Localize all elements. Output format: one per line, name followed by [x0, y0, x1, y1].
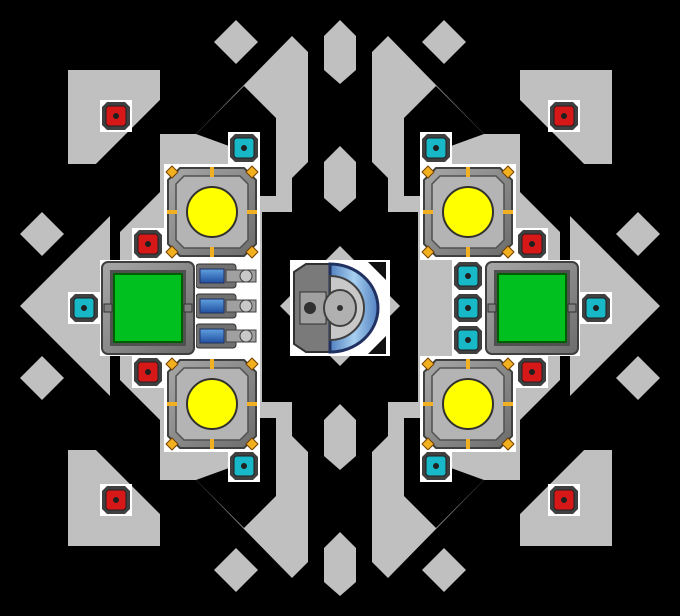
weapon-node-icon[interactable]	[132, 228, 164, 260]
hull-spine-bottom	[324, 532, 356, 596]
capacitor-bank	[194, 260, 260, 356]
reactor-core-icon[interactable]	[420, 356, 516, 452]
energy-node-icon[interactable]	[68, 292, 100, 324]
cockpit-dome-icon[interactable]	[290, 260, 390, 356]
hull-chip-l1	[20, 212, 64, 256]
reactor-core-icon[interactable]	[420, 164, 516, 260]
energy-node-icon[interactable]	[452, 292, 484, 324]
ship-components	[68, 100, 612, 516]
hull-chip-r1	[616, 212, 660, 256]
reactor-core-icon[interactable]	[164, 164, 260, 260]
reactor-core-icon[interactable]	[164, 356, 260, 452]
capacitor-cell-icon[interactable]	[195, 293, 257, 319]
energy-node-icon[interactable]	[228, 132, 260, 164]
weapon-node-icon[interactable]	[516, 356, 548, 388]
capacitor-cell-icon[interactable]	[195, 323, 257, 349]
energy-node-icon[interactable]	[420, 450, 452, 482]
hull-chip-bl	[214, 548, 258, 592]
weapon-node-icon[interactable]	[100, 100, 132, 132]
hull-spine-top	[324, 20, 356, 84]
energy-node-icon[interactable]	[452, 324, 484, 356]
cutout-left-fin-bottom	[96, 450, 160, 514]
weapon-node-icon[interactable]	[132, 356, 164, 388]
energy-node-icon[interactable]	[420, 132, 452, 164]
weapon-node-icon[interactable]	[516, 228, 548, 260]
hull-chip-br	[422, 548, 466, 592]
cutout-right-fin-bottom	[520, 450, 584, 514]
weapon-node-icon[interactable]	[100, 484, 132, 516]
hull-chip-r2	[616, 356, 660, 400]
hull-spine-lower	[324, 404, 356, 470]
energy-node-icon[interactable]	[580, 292, 612, 324]
energy-node-icon[interactable]	[452, 260, 484, 292]
hull-chip-tr	[422, 20, 466, 64]
hull-chip-tl	[214, 20, 258, 64]
energy-node-icon[interactable]	[228, 450, 260, 482]
hull-right-wing	[570, 216, 660, 396]
capacitor-cell-icon[interactable]	[195, 263, 257, 289]
weapon-node-icon[interactable]	[548, 100, 580, 132]
hull-spine-upper	[324, 146, 356, 212]
weapon-node-icon[interactable]	[548, 484, 580, 516]
hull-left-wing	[20, 216, 110, 396]
shield-generator-icon[interactable]	[484, 260, 580, 356]
hull-chip-l2	[20, 356, 64, 400]
shield-generator-icon[interactable]	[100, 260, 196, 356]
